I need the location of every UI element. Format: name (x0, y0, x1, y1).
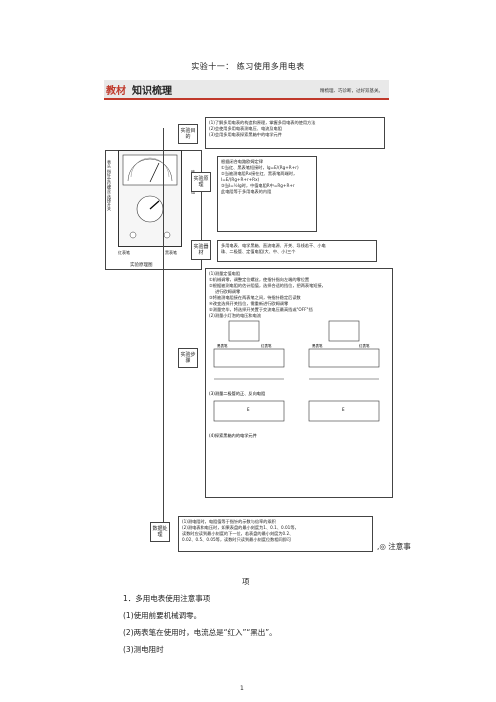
data-line: 读数时应读到最小刻度的下一位，若表盘的最小刻度为0.2、 (182, 531, 294, 536)
pen-black-label: 黑表笔 (165, 250, 177, 255)
figure-caption: 实验原理图 (130, 263, 153, 268)
section-principle-content: 根据闭合电路欧姆定律 ①当红、黑表笔短接时，Ig=E/(Rg+R+r) ②当被测… (217, 156, 317, 232)
principle-line: ①当红、黑表笔短接时，Ig=E/(Rg+R+r) (221, 165, 299, 170)
steps-line: ①机械调零，调整定位螺丝，使指针指向左端的零位置 (209, 277, 310, 282)
steps-line: ⑤测量完毕，将选择开关置于交流电压最高挡或"OFF"挡 (209, 307, 313, 312)
red-pen-label: 红表笔 (359, 343, 370, 348)
banner-title: 教材知识梳理 (106, 82, 172, 97)
section-steps-label: 实验步骤 (178, 348, 198, 368)
continuation-text-2: 项 (242, 577, 250, 586)
principle-line: ②当被测电阻Rx接在红、黑表笔两端时， (221, 171, 298, 176)
page-number: 1 (240, 685, 244, 692)
steps-line: ②根据被测电阻的估计阻值，选择合适的挡位，把两表笔短接， (209, 283, 326, 288)
banner-title-text: 知识梳理 (132, 86, 172, 97)
data-line: (2)测电表和电压时，如果表盘的最小刻度为1、0.1、0.01等， (182, 525, 299, 530)
banner-prefix: 教材 (106, 86, 126, 97)
diode-step-label: (3)测量二极管的正、反向电阻 (209, 390, 266, 397)
section-purpose-content: (1)了解多用电表的构造和原理，掌握多用电表的使用方法 (2)会使用多用电表测电… (205, 117, 385, 149)
spine-line (163, 128, 164, 528)
multimeter-illustration (118, 150, 182, 247)
data-line: (1)测电阻时，电阻值等于指针的示数与倍率的乘积 (182, 519, 276, 524)
steps-circuit-diagrams: 黑表笔 红表笔 黑表笔 红表笔 (3)测量二极管的正、反向电阻 E E (4)探… (209, 320, 380, 439)
body-heading: 1．多用电表使用注意事项 (123, 594, 211, 603)
multimeter-drawing (122, 154, 178, 239)
principle-line: 此电阻等于多用电表的内阻 (221, 189, 272, 194)
emf-label: E (247, 407, 250, 412)
blackbox-step-label: (4)探索黑箱内的电学元件 (209, 432, 257, 439)
equipment-line: 多用电表、电学黑箱、直流电源、开关、导线若干、小电 (221, 243, 326, 248)
banner-underline (104, 98, 389, 100)
section-purpose-label: 实验目的 (178, 124, 198, 144)
equipment-line: 珠、二极管、定值电阻(大、中、小)三个 (221, 249, 296, 254)
data-line: 0.02、0.5、0.05等，读数时只读到最小刻度位数相同即可 (182, 537, 292, 542)
section-equipment-content: 多用电表、电学黑箱、直流电源、开关、导线若干、小电 珠、二极管、定值电阻(大、中… (217, 240, 377, 262)
continuation-text: ,◎ 注意事 (377, 542, 411, 551)
body-item: (1)使用前要机械调零。 (123, 611, 202, 620)
section-equipment-label: 实验器材 (191, 240, 211, 260)
emf-label: E (342, 407, 345, 412)
steps-line: (2)测量小灯泡的电压和电流 (209, 313, 261, 318)
black-pen-label: 黑表笔 (217, 343, 228, 348)
pen-red-label: 红表笔 (118, 250, 130, 255)
page-title: 实验十一： 练习使用多用电表 (191, 62, 305, 71)
purpose-line: (2)会使用多用电表测电压、电流及电阻 (209, 126, 282, 131)
steps-line: (1)测量定值电阻 (209, 271, 241, 276)
section-data-content: (1)测电阻时，电阻值等于指针的示数与倍率的乘积 (2)测电表和电压时，如果表盘… (178, 516, 373, 552)
principle-line: ③当I=½Ig时，中值电阻R中=Rg+R+r (221, 183, 295, 188)
banner-slogan: 精梳理、巧诊断，过好双基关。 (320, 89, 383, 94)
steps-line: 进行欧姆调零 (215, 289, 241, 294)
figure-left-label: 表头 指针定位螺丝 选择开关 (107, 160, 112, 211)
body-item: (3)测电阻时 (123, 645, 164, 654)
principle-line: I=E/(Rg+R+r+Rx) (221, 177, 260, 182)
section-steps-content: (1)测量定值电阻 ①机械调零，调整定位螺丝，使指针指向左端的零位置 ②根据被测… (205, 268, 393, 498)
banner (104, 80, 389, 98)
section-data-label: 数据处理 (150, 522, 170, 542)
purpose-line: (3)会用多用电表探索黑箱中的电学元件 (209, 132, 282, 137)
black-pen-label: 黑表笔 (312, 343, 323, 348)
body-item: (2)两表笔在使用时，电流总是“红入”“黑出”。 (123, 628, 277, 637)
principle-line: 根据闭合电路欧姆定律 (221, 159, 263, 164)
steps-line: ③将被测电阻接在两表笔之间，待指针稳定后读数 (209, 295, 301, 300)
red-pen-label: 红表笔 (261, 343, 272, 348)
section-principle-label: 实验原理 (191, 172, 211, 192)
purpose-line: (1)了解多用电表的构造和原理，掌握多用电表的使用方法 (209, 120, 316, 125)
steps-line: ④改变选择开关挡位，需重新进行欧姆调零 (209, 301, 289, 306)
